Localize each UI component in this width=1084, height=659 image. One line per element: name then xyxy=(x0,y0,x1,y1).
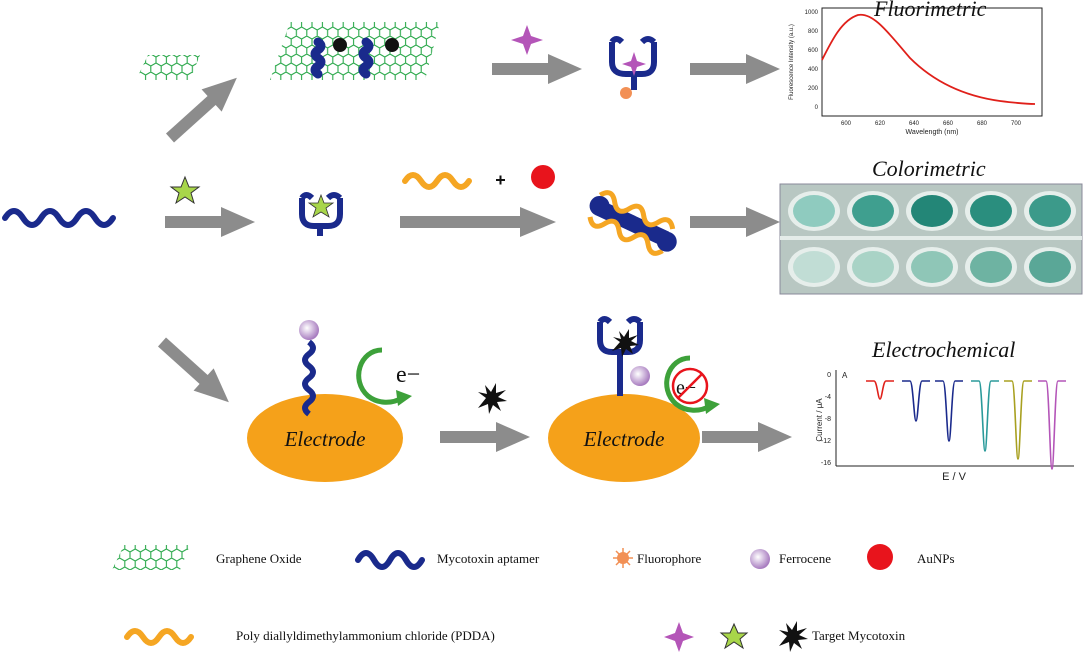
electrode-right-label: Electrode xyxy=(583,427,665,451)
echem-peak-curve xyxy=(935,380,963,442)
arrow-fluor-1 xyxy=(492,54,582,84)
electrode-right: Electrode xyxy=(548,394,700,482)
fluor-xtick-label: 640 xyxy=(909,121,920,127)
pdda-wave-row2 xyxy=(402,172,472,190)
target-mycotoxin-icon xyxy=(478,383,507,414)
aptamer-target-fluorophore-complex xyxy=(609,36,657,99)
fluor-ylabel: Fluorescence Intensity (a.u.) xyxy=(789,24,795,100)
arrow-color-2 xyxy=(400,207,556,237)
graphene-oxide-sheet-small xyxy=(136,55,200,80)
fluor-xtick-label: 680 xyxy=(977,121,988,127)
echem-ytick-label: -8 xyxy=(825,416,831,423)
arrow-fluor-2 xyxy=(690,54,780,84)
echem-ytick-label: -4 xyxy=(825,394,831,401)
echem-peak-curve xyxy=(971,380,999,452)
arrow-color-3 xyxy=(690,207,780,237)
fluor-ytick-label: 0 xyxy=(815,105,819,111)
legend-pdda-label: Poly diallyldimethylammonium chloride (P… xyxy=(236,628,495,643)
legend-aunp-icon xyxy=(867,544,893,570)
fluorescence-chart: 1000 800 600 400 200 0 600 620 640 660 680 700 Wav… xyxy=(789,7,1043,136)
fluor-ytick-label: 400 xyxy=(808,67,819,73)
plus-sign xyxy=(496,175,505,185)
fluor-xtick-label: 620 xyxy=(875,121,886,127)
legend-ferrocene-icon xyxy=(750,549,770,569)
aptamer-ferrocene-probe xyxy=(299,320,319,417)
echem-corner-label: A xyxy=(842,371,848,380)
echem-peak-curve xyxy=(1004,380,1032,460)
legend-aunps-label: AuNPs xyxy=(917,551,955,566)
title-fluorimetric: Fluorimetric xyxy=(874,0,987,21)
fluor-xtick-label: 700 xyxy=(1011,121,1022,127)
electrode-left: Electrode xyxy=(247,394,403,482)
legend-pdda-icon xyxy=(124,628,194,646)
fluor-ytick-label: 200 xyxy=(808,86,819,92)
electron-label-left: e− xyxy=(396,362,420,388)
echem-ytick-label: 0 xyxy=(827,372,831,379)
echem-ylabel: Current / μA xyxy=(815,398,824,442)
plate-well-solution xyxy=(1029,251,1071,283)
legend-aptamer-label: Mycotoxin aptamer xyxy=(437,551,540,566)
fluor-ytick-label: 600 xyxy=(808,48,819,54)
arrow-echem-2 xyxy=(702,422,792,452)
legend-target-label: Target Mycotoxin xyxy=(812,628,906,643)
legend-aptamer-icon xyxy=(355,550,425,570)
arrow-echem-1 xyxy=(440,422,530,452)
legend-fluorophore-label: Fluorophore xyxy=(637,551,702,566)
fluor-ytick-label: 800 xyxy=(808,29,819,35)
electron-transfer-arrow-left: e− xyxy=(356,347,420,406)
aptamer-target-complex-color xyxy=(299,192,343,236)
electrochemical-chart: A 0 -4 -8 -12 -16 E / V Current / μA xyxy=(815,370,1074,483)
plate-well-solution xyxy=(970,195,1012,227)
echem-peak-curve xyxy=(902,380,930,422)
legend-green-star-icon xyxy=(719,622,749,650)
plate-well-solution xyxy=(1029,195,1071,227)
fluorescence-curve xyxy=(821,14,1036,105)
aunp-particle xyxy=(531,165,555,189)
arrow-color-1 xyxy=(165,207,255,237)
plate-well-solution xyxy=(793,251,835,283)
fluor-xtick-label: 660 xyxy=(943,121,954,127)
legend-target-mycotoxin-icon xyxy=(779,621,808,652)
plate-well-solution xyxy=(911,251,953,283)
fluor-ytick-label: 1000 xyxy=(805,10,819,16)
plate-well-solution xyxy=(970,251,1012,283)
plate-well-solution xyxy=(852,195,894,227)
title-electrochemical: Electrochemical xyxy=(872,337,1016,362)
fluor-xtick-label: 600 xyxy=(841,121,852,127)
electrode-left-label: Electrode xyxy=(284,427,366,451)
echem-ytick-label: -12 xyxy=(821,438,831,445)
plate-well-solution xyxy=(793,195,835,227)
aptamer-wave-start xyxy=(2,208,116,228)
plate-well-solution xyxy=(852,251,894,283)
legend-pink-star-icon xyxy=(664,622,694,652)
echem-peak-curve xyxy=(1038,380,1066,470)
colorimetric-plate-photo xyxy=(779,183,1083,295)
aptamer-target-bound-probe xyxy=(597,316,650,396)
fluor-xlabel: Wavelength (nm) xyxy=(905,129,958,136)
legend-ferrocene-label: Ferrocene xyxy=(779,551,831,566)
title-colorimetric: Colorimetric xyxy=(872,156,986,181)
echem-peak-curve xyxy=(866,380,894,400)
echem-xlabel: E / V xyxy=(942,471,967,483)
aptamer-pdda-aunp-aggregate xyxy=(587,190,677,256)
electron-transfer-blocked: e− xyxy=(664,355,720,414)
arrow-diagonal-down xyxy=(151,330,239,414)
pink-star-icon xyxy=(511,25,543,55)
graphene-aptamer-complex xyxy=(270,22,440,80)
echem-ytick-label: -16 xyxy=(821,460,831,467)
legend-graphene-icon xyxy=(112,545,190,570)
legend-fluorophore-icon xyxy=(613,548,633,568)
plate-well-solution xyxy=(911,195,953,227)
legend-graphene-label: Graphene Oxide xyxy=(216,551,302,566)
green-star-icon xyxy=(169,175,201,205)
